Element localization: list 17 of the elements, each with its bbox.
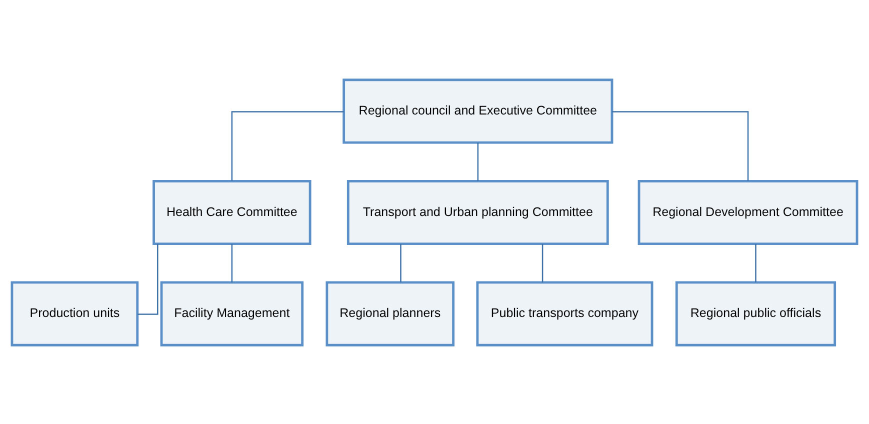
node-box: Transport and Urban planning Committee [346, 179, 609, 245]
connector [612, 110, 749, 180]
node-box: Health Care Committee [152, 179, 312, 245]
node-box: Regional Development Committee [638, 179, 858, 245]
connector [400, 244, 402, 282]
connector [138, 243, 158, 314]
node-box: Facility Management [160, 280, 304, 346]
node-box: Public transports company [476, 280, 654, 346]
connector [542, 244, 544, 282]
connector [231, 244, 233, 282]
connector [231, 110, 344, 180]
node-box: Regional planners [326, 280, 455, 346]
node-box: Regional public officials [675, 280, 836, 346]
connector [477, 142, 479, 181]
connector [755, 244, 756, 282]
node-box: Regional council and Executive Committee [342, 78, 614, 144]
node-box: Production units [10, 280, 139, 346]
